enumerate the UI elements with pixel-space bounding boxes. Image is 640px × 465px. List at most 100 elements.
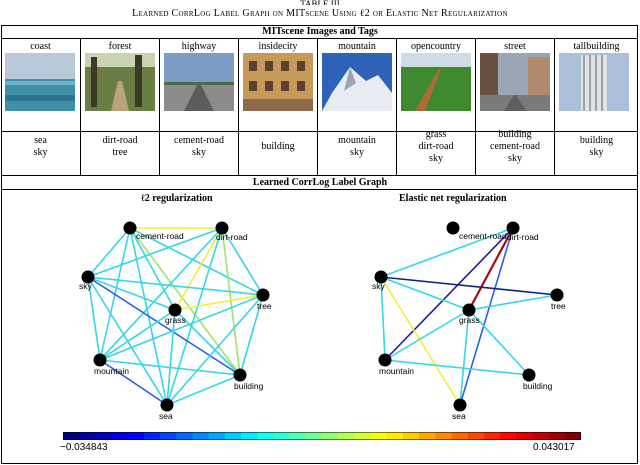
image-mountain <box>322 53 392 111</box>
edge-sky-tree <box>87 276 264 296</box>
elastic-graph-title: Elastic net regularization <box>399 193 507 204</box>
l2-edges <box>87 227 264 406</box>
image-opencountry <box>401 53 471 111</box>
tag: sky <box>429 153 443 164</box>
tag: dirt-road <box>418 141 454 152</box>
colorbar <box>63 432 581 440</box>
node-cement-road <box>123 221 137 235</box>
edge-dirt-road-building <box>221 227 241 376</box>
edge-grass-building <box>174 309 241 376</box>
edge-sky-mountain <box>87 276 101 361</box>
node-building <box>522 368 536 382</box>
edge-dirt-road-grass <box>174 227 223 311</box>
colorbar-min-label: −0.034843 <box>60 442 108 453</box>
node-label-tree: tree <box>257 301 272 311</box>
image-insidecity <box>243 53 313 111</box>
category-label: coast <box>30 41 51 52</box>
edge-grass-tree <box>174 294 264 311</box>
node-label-mountain: mountain <box>94 366 129 376</box>
column-highway: highway cement-road sky <box>159 39 238 175</box>
edge-grass-mountain <box>99 309 176 361</box>
node-sky <box>374 270 388 284</box>
colorbar-cell <box>435 432 452 440</box>
image-tallbuilding <box>559 53 629 111</box>
edge-dirt-road-sea <box>459 227 514 406</box>
colorbar-cell <box>419 432 436 440</box>
node-label-grass: grass <box>165 315 186 325</box>
node-label-cement-road: cement-road <box>136 231 184 241</box>
edge-cement-road-sky <box>87 227 131 278</box>
colorbar-cell <box>143 432 161 440</box>
colorbar-cell <box>451 432 469 440</box>
column-opencountry: opencountry grass dirt-road sky <box>396 39 475 175</box>
edge-mountain-building <box>384 359 530 376</box>
edge-grass-building <box>468 309 530 376</box>
header-divider <box>1 38 638 39</box>
colorbar-cell <box>192 432 210 440</box>
node-mountain <box>93 353 107 367</box>
tag-list: building sky <box>555 135 638 159</box>
elastic-edges <box>380 227 558 406</box>
colorbar-cell <box>305 432 323 440</box>
tag: sky <box>350 147 364 158</box>
node-label-dirt-road: dirt-road <box>507 232 539 242</box>
column-coast: coast sea sky <box>1 39 80 175</box>
edge-mountain-building <box>99 359 241 376</box>
image-highway <box>164 53 234 111</box>
column-insidecity: insidecity building <box>238 39 317 175</box>
edge-dirt-road-mountain <box>384 227 514 361</box>
image-street <box>480 53 550 111</box>
tag-list: grass dirt-road sky <box>397 129 475 165</box>
tag: dirt-road <box>102 135 138 146</box>
tag: sky <box>192 147 206 158</box>
node-label-sky: sky <box>79 281 93 291</box>
colorbar-max-label: 0.043017 <box>533 442 575 453</box>
tag: sky <box>508 153 522 164</box>
tag: sea <box>34 135 47 146</box>
images-grid: coast sea sky forest dirt-r <box>1 39 638 175</box>
colorbar-cell <box>564 432 581 440</box>
edge-tree-sea <box>166 294 264 406</box>
image-tag-divider <box>1 131 638 132</box>
tag: tree <box>112 147 128 158</box>
edge-dirt-road-sky <box>87 227 223 278</box>
table-number: TABLE III <box>300 0 340 5</box>
edge-dirt-road-sky <box>380 227 514 278</box>
node-tree <box>256 288 270 302</box>
section-divider <box>1 175 638 176</box>
colorbar-cell <box>208 432 226 440</box>
edge-tree-building <box>239 294 264 376</box>
category-label: insidecity <box>258 41 298 52</box>
node-building <box>233 368 247 382</box>
tag-list: cement-road sky <box>160 135 238 159</box>
colorbar-cell <box>95 432 113 440</box>
node-grass <box>168 303 182 317</box>
node-cement-road <box>446 221 460 235</box>
edge-sky-building <box>87 276 241 376</box>
node-dirt-road <box>506 221 520 235</box>
tag-list: building <box>239 141 317 153</box>
edge-grass-sea <box>459 309 470 406</box>
image-forest <box>85 53 155 111</box>
colorbar-cell <box>386 432 404 440</box>
category-label: opencountry <box>411 41 461 52</box>
column-tallbuilding: tallbuilding building sky <box>554 39 638 175</box>
colorbar-cell <box>516 432 533 440</box>
tag-list: building cement-road sky <box>476 129 554 165</box>
edge-sky-grass <box>87 276 176 311</box>
edge-sky-tree <box>380 276 558 296</box>
category-label: mountain <box>338 41 376 52</box>
tag: building <box>579 135 614 146</box>
colorbar-cell <box>402 432 420 440</box>
images-section-title: MITscene Images and Tags <box>262 26 378 37</box>
edge-dirt-road-grass <box>468 227 514 311</box>
category-label: street <box>504 41 526 52</box>
edge-cement-road-grass <box>129 227 176 311</box>
edge-dirt-road-sea <box>166 227 223 406</box>
edge-grass-mountain <box>384 309 470 361</box>
graph-section-title: Learned CorrLog Label Graph <box>252 177 388 188</box>
tag: grass <box>425 129 447 140</box>
tag: sky <box>33 147 48 158</box>
colorbar-cell <box>500 432 517 440</box>
